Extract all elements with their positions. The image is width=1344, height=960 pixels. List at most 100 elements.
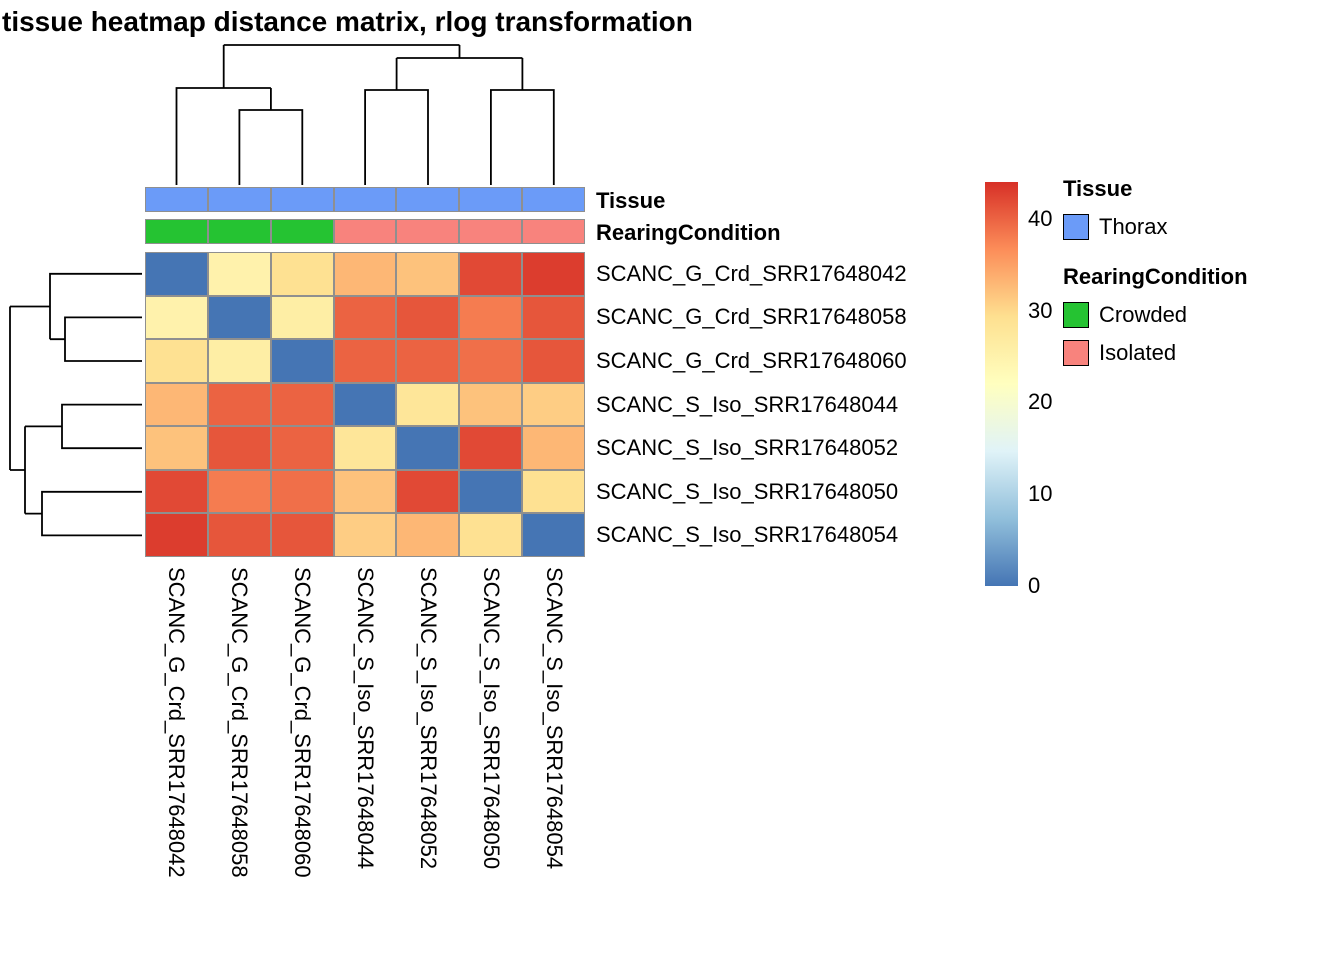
colorbar-tick-label: 0 xyxy=(1028,573,1041,598)
heatmap-cell xyxy=(208,426,271,470)
colorbar-tick-label: 30 xyxy=(1028,298,1053,323)
heatmap-cell xyxy=(396,383,459,426)
annotation-cell-tissue xyxy=(522,187,585,212)
heatmap-cell xyxy=(522,296,585,339)
annotation-label-tissue: Tissue xyxy=(596,188,666,213)
heatmap-cell xyxy=(145,426,208,470)
row-dendrogram xyxy=(9,272,142,537)
heatmap-cell xyxy=(522,383,585,426)
heatmap-cell xyxy=(522,339,585,383)
column-label: SCANC_G_Crd_SRR17648042 xyxy=(164,567,189,878)
heatmap-cell xyxy=(271,470,334,513)
heatmap-cell xyxy=(208,383,271,426)
heatmap-cell xyxy=(208,252,271,296)
legend-swatch xyxy=(1063,340,1089,366)
heatmap-cell xyxy=(522,513,585,557)
heatmap-cell xyxy=(334,252,396,296)
heatmap-cell xyxy=(334,339,396,383)
colorbar-tick-label: 10 xyxy=(1028,481,1053,506)
heatmap-cell xyxy=(271,426,334,470)
heatmap-cell xyxy=(334,383,396,426)
chart-title: tissue heatmap distance matrix, rlog tra… xyxy=(2,6,693,37)
heatmap-cell xyxy=(522,252,585,296)
heatmap-cell xyxy=(145,296,208,339)
heatmap-cell xyxy=(334,426,396,470)
colorbar xyxy=(985,182,1018,586)
row-label: SCANC_S_Iso_SRR17648050 xyxy=(596,479,899,504)
row-label: SCANC_S_Iso_SRR17648054 xyxy=(596,522,899,547)
heatmap-cell xyxy=(459,513,522,557)
row-label: SCANC_G_Crd_SRR17648042 xyxy=(596,261,907,286)
annotation-cell-tissue xyxy=(271,187,334,212)
heatmap-cell xyxy=(208,513,271,557)
legend-swatch xyxy=(1063,302,1089,328)
row-label: SCANC_G_Crd_SRR17648060 xyxy=(596,348,907,373)
colorbar-tick-label: 40 xyxy=(1028,206,1053,231)
column-dendrogram xyxy=(175,44,555,185)
colorbar-tick-label: 20 xyxy=(1028,389,1053,414)
row-label: SCANC_S_Iso_SRR17648044 xyxy=(596,392,899,417)
heatmap-cell xyxy=(396,426,459,470)
column-label: SCANC_S_Iso_SRR17648054 xyxy=(542,567,567,870)
annotation-cell-rearingcondition xyxy=(459,219,522,244)
heatmap-cell xyxy=(522,470,585,513)
heatmap-cell xyxy=(145,470,208,513)
column-label: SCANC_S_Iso_SRR17648052 xyxy=(416,567,441,870)
heatmap-cell xyxy=(145,383,208,426)
heatmap-cell xyxy=(271,383,334,426)
heatmap-cell xyxy=(459,470,522,513)
heatmap-cell xyxy=(145,252,208,296)
column-label: SCANC_G_Crd_SRR17648058 xyxy=(227,567,252,878)
heatmap-cell xyxy=(459,296,522,339)
annotation-cell-tissue xyxy=(208,187,271,212)
legend-group-title: RearingCondition xyxy=(1063,264,1248,289)
heatmap-cell xyxy=(208,339,271,383)
heatmap-cell xyxy=(396,252,459,296)
heatmap-cell xyxy=(271,252,334,296)
annotation-cell-tissue xyxy=(459,187,522,212)
column-label: SCANC_G_Crd_SRR17648060 xyxy=(290,567,315,878)
annotation-cell-tissue xyxy=(396,187,459,212)
legend-group-title: Tissue xyxy=(1063,176,1133,201)
heatmap-cell xyxy=(459,252,522,296)
heatmap-cell xyxy=(334,296,396,339)
legend-entry: Crowded xyxy=(1063,302,1248,328)
annotation-cell-rearingcondition xyxy=(334,219,396,244)
heatmap-cell xyxy=(396,513,459,557)
annotation-label-rearingcondition: RearingCondition xyxy=(596,220,781,245)
column-label: SCANC_S_Iso_SRR17648050 xyxy=(479,567,504,870)
heatmap-cell xyxy=(459,383,522,426)
legend-entry-label: Crowded xyxy=(1099,302,1188,327)
legend-swatch xyxy=(1063,214,1089,240)
heatmap-cell xyxy=(459,426,522,470)
annotation-cell-rearingcondition xyxy=(145,219,208,244)
legend-entry-label: Isolated xyxy=(1099,340,1177,365)
legend-entry: Thorax xyxy=(1063,214,1248,240)
annotation-cell-rearingcondition xyxy=(396,219,459,244)
heatmap-cell xyxy=(271,339,334,383)
heatmap-cell xyxy=(334,513,396,557)
annotation-cell-rearingcondition xyxy=(271,219,334,244)
heatmap-cell xyxy=(334,470,396,513)
heatmap-cell xyxy=(271,296,334,339)
heatmap-cell xyxy=(396,339,459,383)
heatmap-cell xyxy=(145,339,208,383)
annotation-cell-tissue xyxy=(334,187,396,212)
heatmap-cell xyxy=(271,513,334,557)
column-label: SCANC_S_Iso_SRR17648044 xyxy=(353,567,378,870)
row-label: SCANC_G_Crd_SRR17648058 xyxy=(596,304,907,329)
heatmap-cell xyxy=(396,470,459,513)
annotation-cell-rearingcondition xyxy=(522,219,585,244)
heatmap-cell xyxy=(522,426,585,470)
legend-entry: Isolated xyxy=(1063,340,1248,366)
annotation-cell-tissue xyxy=(145,187,208,212)
row-label: SCANC_S_Iso_SRR17648052 xyxy=(596,435,899,460)
annotation-cell-rearingcondition xyxy=(208,219,271,244)
heatmap-cell xyxy=(145,513,208,557)
heatmap-cell xyxy=(459,339,522,383)
heatmap-cell xyxy=(208,296,271,339)
